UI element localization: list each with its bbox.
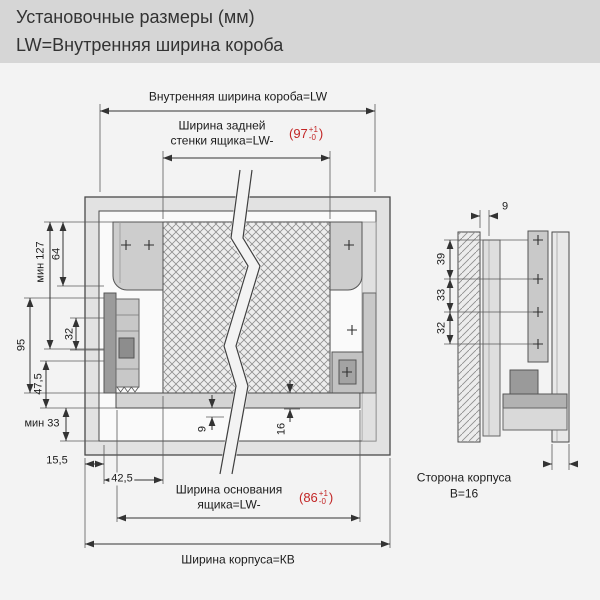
dim-label-47-5: 47,5: [32, 373, 45, 395]
label-cabinet-side-1: Сторона корпуса: [416, 470, 512, 485]
dimension-lines-main: [24, 104, 391, 548]
dim-label-42-5: 42,5: [109, 472, 135, 486]
side-runner-cluster: [502, 369, 568, 431]
dimension-lines-side: [444, 210, 578, 470]
side-detail-view: [457, 230, 570, 443]
dim-label-64: 64: [50, 247, 63, 261]
tolerance-stack: +1 -0: [319, 490, 328, 505]
break-line: [219, 169, 262, 476]
dim-lines-main: [26, 107, 390, 548]
dim-label-16-base: 16: [275, 422, 288, 436]
side-drawer-profile: [482, 239, 501, 437]
cabinet-side-panel: [551, 231, 570, 443]
dim-label-back-width-2: стенки ящика=LW-: [170, 133, 274, 148]
tolerance-sup: +1: [318, 489, 328, 498]
tolerance-sub: -0: [308, 132, 316, 142]
dim-label-9-base: 9: [196, 425, 209, 433]
dim-label-cabinet-width: Ширина корпуса=КВ: [181, 552, 295, 567]
dim-label-39: 39: [435, 252, 448, 266]
tolerance-value: (86: [299, 490, 318, 505]
dim-label-9-side: 9: [501, 200, 509, 213]
tolerance-sub: -0: [318, 496, 326, 506]
tolerance-close: ): [328, 490, 334, 505]
drawer-bracket-left: [112, 221, 164, 291]
dim-label-15-5: 15,5: [46, 454, 68, 467]
main-view: [84, 169, 391, 476]
drawer-bracket-right: [329, 221, 363, 291]
tolerance-stack: +1 -0: [309, 126, 318, 141]
dim-label-min127: мин 127: [34, 241, 47, 283]
dim-label-base-width-2: ящика=LW-: [197, 497, 261, 512]
side-screw-marks: [533, 235, 543, 349]
base-width-tolerance: (86 +1 -0 ): [299, 490, 333, 505]
tolerance-sup: +1: [308, 125, 318, 134]
tolerance-value: (97: [289, 126, 308, 141]
back-width-tolerance: (97 +1 -0 ): [289, 126, 323, 141]
dim-label-95: 95: [15, 338, 28, 352]
dim-label-min33: мин 33: [24, 417, 60, 430]
label-cabinet-side-2: В=16: [449, 486, 479, 501]
side-back-panel-hatched: [457, 231, 481, 443]
tolerance-close: ): [318, 126, 324, 141]
dim-label-inner-width: Внутренняя ширина короба=LW: [148, 89, 328, 104]
dim-label-base-width-1: Ширина основания: [175, 482, 283, 497]
dim-label-32: 32: [63, 327, 76, 341]
page-subtitle: LW=Внутренняя ширина короба: [16, 35, 284, 55]
title-bar: Установочные размеры (мм) LW=Внутренняя …: [0, 0, 600, 63]
screw-marks: [121, 240, 357, 377]
dim-label-32-side: 32: [435, 321, 448, 335]
page-title: Установочные размеры (мм): [16, 7, 255, 27]
dim-label-back-width-1: Ширина задней: [178, 118, 266, 133]
drawer-runner-left: [103, 292, 140, 394]
side-mounting-bracket: [527, 230, 549, 363]
dim-label-33: 33: [435, 288, 448, 302]
